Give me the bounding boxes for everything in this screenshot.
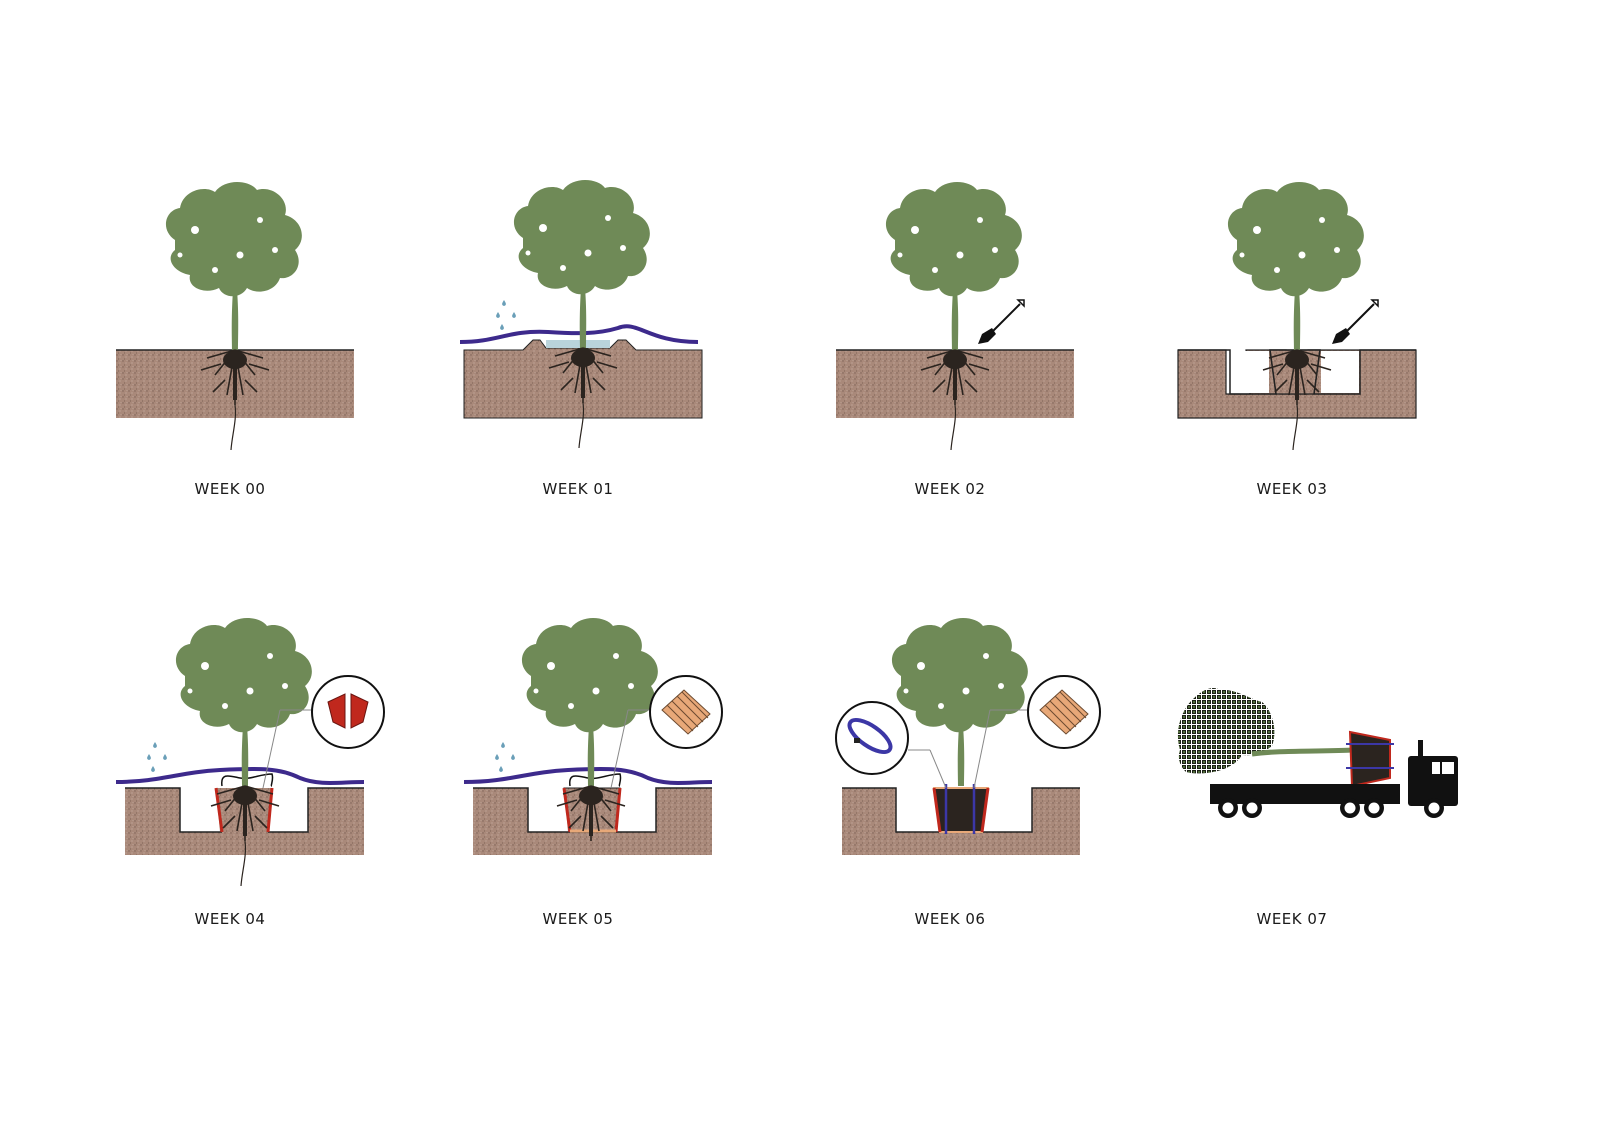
water-drops-icon (495, 742, 515, 772)
membrane (463, 766, 713, 785)
timber-board-callout-icon (649, 675, 723, 749)
week-label: WEEK 00 (194, 480, 266, 498)
trench-illustration (1177, 182, 1417, 451)
week-label: WEEK 05 (542, 910, 614, 928)
water-drops-icon (496, 300, 516, 330)
panel-week-02: WEEK 02 (770, 120, 1130, 540)
week-label: WEEK 01 (542, 480, 614, 498)
panel-week-03: WEEK 03 (1112, 120, 1472, 540)
shovel-icon (1331, 299, 1379, 345)
week-label: WEEK 04 (194, 910, 266, 928)
truck-icon (1210, 740, 1458, 818)
shovel-icon (977, 299, 1025, 345)
week-label: WEEK 07 (1256, 910, 1328, 928)
netted-canopy (1177, 688, 1275, 774)
panel-week-00: WEEK 00 (50, 120, 410, 540)
week-label: WEEK 02 (914, 480, 986, 498)
watering-illustration (459, 180, 703, 449)
panel-week-06: WEEK 06 (770, 550, 1130, 970)
panel-week-05: WEEK 05 (398, 550, 758, 970)
membrane (115, 766, 365, 785)
strapping-illustration (835, 618, 1101, 855)
truck-transport-illustration (1177, 688, 1458, 818)
membrane (459, 324, 699, 344)
panel-week-04: WEEK 04 (50, 550, 410, 970)
box-panels-illustration (115, 618, 385, 887)
week-label: WEEK 06 (914, 910, 986, 928)
strap-callout-icon (835, 701, 909, 775)
box-panels-callout-icon (311, 675, 385, 749)
tree-in-ground-illustration (116, 182, 354, 451)
panel-week-01: WEEK 01 (398, 120, 758, 540)
water-drops-icon (147, 742, 167, 772)
timber-board-callout-icon (1027, 675, 1101, 749)
week-label: WEEK 03 (1256, 480, 1328, 498)
root-pruning-illustration (836, 182, 1074, 451)
panel-week-07: WEEK 07 (1112, 550, 1472, 970)
timber-base-illustration (463, 618, 723, 855)
